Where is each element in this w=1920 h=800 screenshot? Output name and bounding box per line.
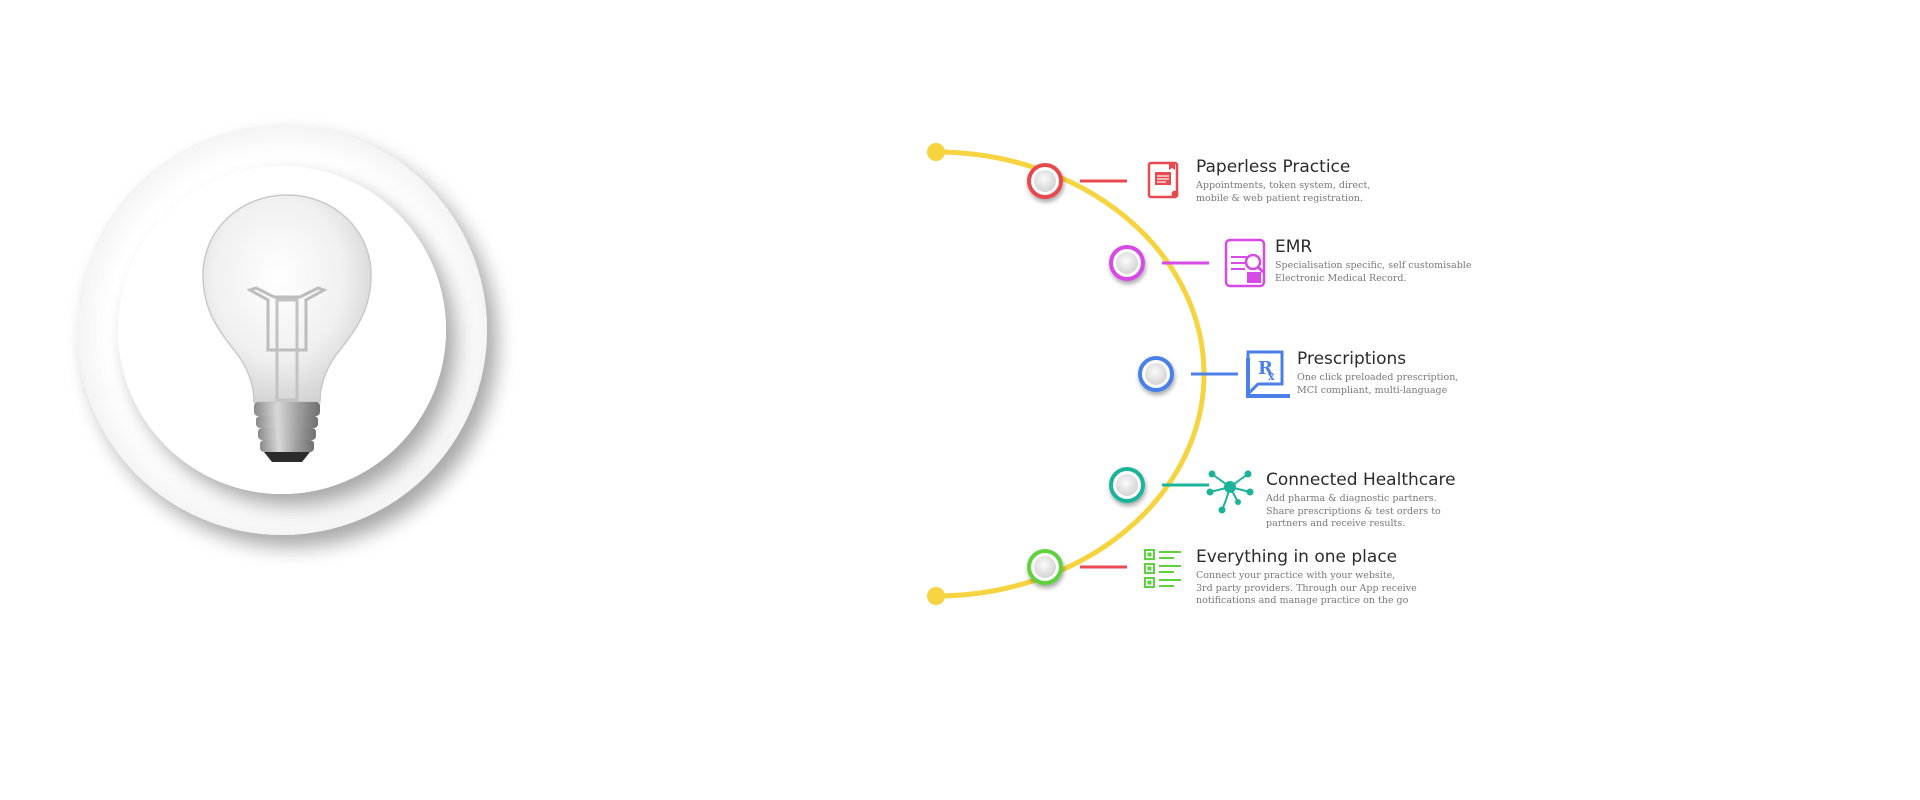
- timeline-node: [1109, 245, 1145, 281]
- network-icon: [1206, 470, 1254, 514]
- checklist-icon: [1144, 549, 1181, 588]
- timeline-start-dot: [927, 143, 945, 161]
- feature-description-line: notifications and manage practice on the…: [1196, 595, 1409, 606]
- feature-description: Connect your practice with your website,…: [1196, 570, 1417, 608]
- svg-text:R: R: [1258, 358, 1274, 379]
- feature-title: Everything in one place: [1196, 547, 1398, 567]
- paperless-document-icon: [1147, 161, 1179, 199]
- timeline-node: [1027, 163, 1063, 199]
- feature-description-line: partners and receive results.: [1266, 518, 1406, 529]
- feature-paperless-practice: Paperless Practice Appointments, token s…: [1196, 157, 1370, 205]
- connector-lines: [1080, 179, 1238, 569]
- feature-description-line: MCI compliant, multi-language: [1297, 384, 1448, 396]
- feature-description-line: 3rd party providers. Through our App rec…: [1196, 582, 1417, 594]
- rx-prescription-icon: R x: [1246, 350, 1290, 398]
- feature-everything-in-one-place: Everything in one place Connect your pra…: [1196, 547, 1417, 608]
- feature-description-line: Electronic Medical Record.: [1275, 272, 1407, 284]
- emr-record-icon: [1224, 238, 1266, 288]
- lightbulb-illustration: [77, 125, 487, 535]
- feature-description: Appointments, token system, direct, mobi…: [1196, 180, 1370, 205]
- feature-description-line: Add pharma & diagnostic partners.: [1266, 493, 1437, 504]
- feature-description: Add pharma & diagnostic partners. Share …: [1266, 493, 1456, 531]
- feature-connected-healthcare: Connected Healthcare Add pharma & diagno…: [1266, 470, 1456, 531]
- feature-description-line: Appointments, token system, direct,: [1196, 180, 1371, 191]
- svg-text:x: x: [1268, 370, 1275, 383]
- feature-description-line: Share prescriptions & test orders to: [1266, 505, 1441, 517]
- timeline-node: [1027, 549, 1063, 585]
- lightbulb-icon: [202, 194, 372, 462]
- timeline-end-dot: [927, 587, 945, 605]
- feature-emr: EMR Specialisation specific, self custom…: [1275, 237, 1471, 285]
- feature-description-line: Specialisation specific, self customisab…: [1275, 260, 1472, 271]
- feature-description-line: mobile & web patient registration.: [1196, 192, 1363, 204]
- feature-description-line: Connect your practice with your website,: [1196, 570, 1396, 581]
- feature-description: One click preloaded prescription, MCI co…: [1297, 372, 1458, 397]
- feature-description: Specialisation specific, self customisab…: [1275, 260, 1471, 285]
- feature-prescriptions: Prescriptions One click preloaded prescr…: [1297, 349, 1458, 397]
- feature-title: Prescriptions: [1297, 349, 1407, 369]
- feature-description-line: One click preloaded prescription,: [1297, 372, 1459, 383]
- feature-title: Connected Healthcare: [1266, 470, 1456, 490]
- timeline-node: [1109, 467, 1145, 503]
- timeline-nodes: [1027, 163, 1174, 585]
- feature-title: EMR: [1275, 237, 1313, 257]
- feature-title: Paperless Practice: [1196, 157, 1351, 177]
- timeline-node: [1138, 356, 1174, 392]
